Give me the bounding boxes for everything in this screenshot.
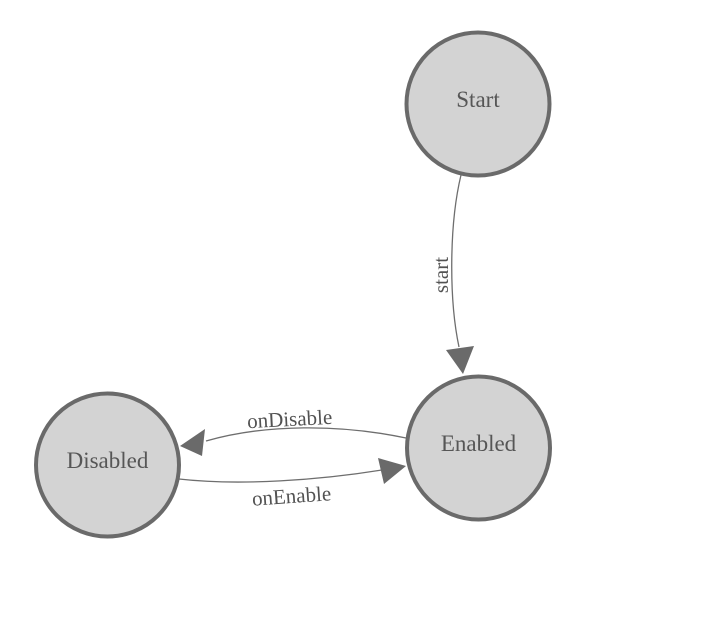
arrowhead-into-disabled-icon: [180, 429, 205, 456]
arrowhead-into-enabled-left-icon: [378, 458, 406, 484]
arrowhead-into-enabled-icon: [446, 346, 474, 374]
edge-enabled-to-disabled-line: [205, 427, 407, 442]
edge-enabled-to-disabled: onDisable: [180, 405, 407, 456]
edge-label-onenable: onEnable: [251, 481, 332, 510]
edge-start-to-enabled: start: [429, 174, 474, 374]
node-disabled-label: Disabled: [67, 448, 149, 473]
node-enabled-label: Enabled: [441, 431, 517, 456]
edge-disabled-to-enabled: onEnable: [178, 458, 406, 511]
node-start-label: Start: [456, 87, 500, 112]
edge-label-start: start: [429, 257, 453, 293]
node-start: Start: [404, 30, 552, 178]
node-start-circle: [404, 30, 552, 178]
edge-label-ondisable: onDisable: [246, 405, 332, 433]
edge-start-to-enabled-line: [451, 174, 462, 348]
node-enabled-circle: [405, 374, 552, 522]
node-enabled: Enabled: [405, 374, 552, 522]
edge-disabled-to-enabled-line: [178, 469, 383, 483]
node-disabled: Disabled: [34, 391, 181, 539]
node-disabled-circle: [34, 391, 181, 539]
